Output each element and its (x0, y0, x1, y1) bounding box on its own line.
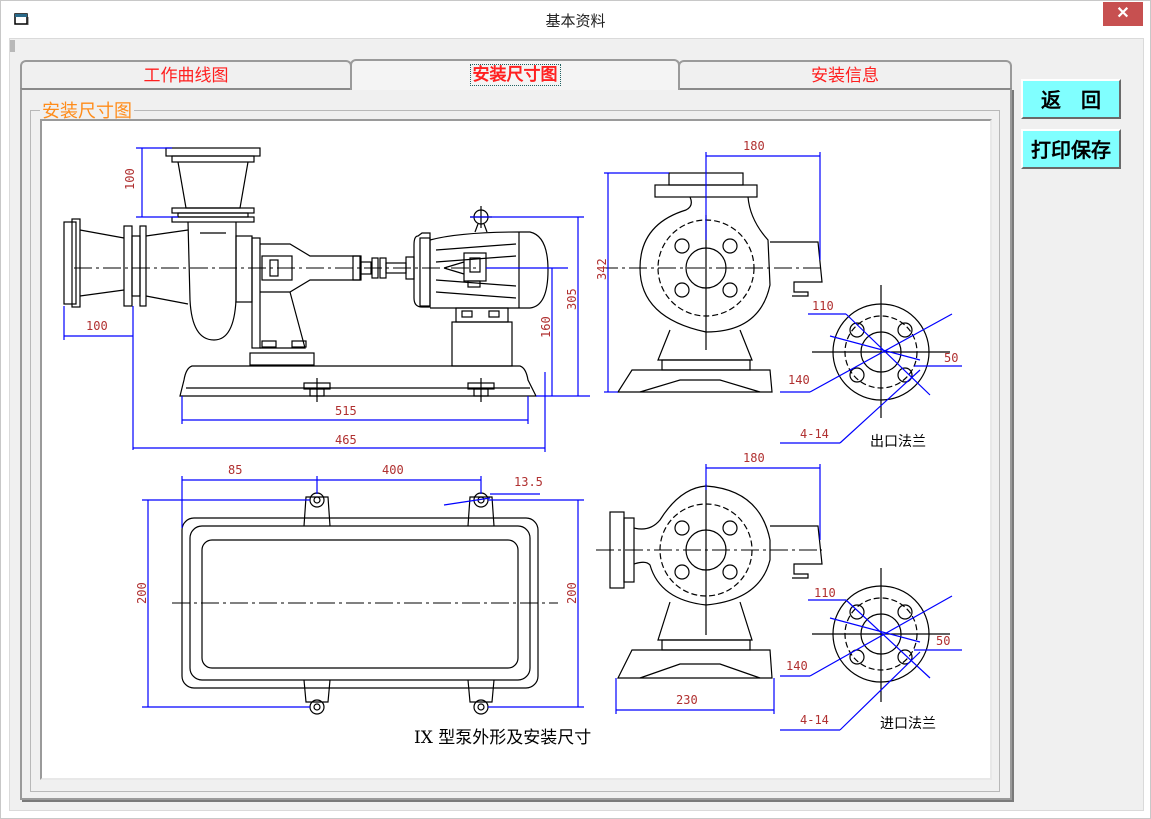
tab-bar: 工作曲线图 安装尺寸图 安装信息 (20, 59, 1012, 90)
tab-install-info[interactable]: 安装信息 (678, 60, 1012, 88)
back-button[interactable]: 返 回 (1021, 79, 1121, 119)
front-view-top-dimensions: 180 342 (595, 139, 821, 393)
drawing-caption: IX 型泵外形及安装尺寸 (414, 728, 591, 748)
dim-outlet-140: 140 (788, 373, 810, 387)
base-plan-dimensions: 85 400 13.5 200 200 (135, 463, 584, 708)
print-save-button[interactable]: 打印保存 (1021, 129, 1121, 169)
tab-work-curve[interactable]: 工作曲线图 (20, 60, 352, 88)
drawing-frame (40, 119, 992, 780)
app-window-icon (14, 13, 29, 25)
resize-grip[interactable] (10, 40, 15, 52)
dim-total-height: 305 (565, 288, 579, 310)
title-bar: 基本资料 ✕ (1, 1, 1150, 39)
close-button[interactable]: ✕ (1103, 2, 1143, 26)
tab-label: 工作曲线图 (143, 66, 229, 86)
dim-shaft-height: 160 (539, 316, 553, 338)
dim-inlet-height: 100 (123, 168, 137, 190)
dim-overall-length: 465 (335, 433, 357, 447)
front-view-bottom (596, 484, 823, 679)
dim-outlet-50: 50 (944, 351, 958, 365)
side-view-dimensions: 100 100 160 305 515 465 (63, 147, 590, 452)
dim-base-width-left: 200 (135, 582, 149, 604)
dim-front-height: 342 (595, 258, 609, 280)
dim-inlet-offset: 100 (86, 319, 108, 333)
base-plan (172, 492, 558, 715)
install-drawing-group (30, 110, 1000, 792)
outlet-flange: 110 140 50 4-14 出口法兰 (780, 285, 962, 450)
dim-inlet-holes: 4-14 (800, 713, 829, 727)
outlet-flange-label: 出口法兰 (870, 434, 926, 450)
dim-base-width-right: 200 (565, 582, 579, 604)
dim-outlet-110: 110 (812, 299, 834, 313)
tab-label: 安装信息 (811, 66, 879, 86)
front-view-top (600, 172, 823, 393)
dim-base-length: 515 (335, 404, 357, 418)
window-title: 基本资料 (545, 12, 606, 30)
dim-bolt-spacing: 400 (382, 463, 404, 477)
dim-outlet-holes: 4-14 (800, 427, 829, 441)
dim-bolt-hole: 13.5 (514, 475, 543, 489)
group-label: 安装尺寸图 (40, 97, 134, 123)
inlet-flange: 110 140 50 4-14 进口法兰 (780, 568, 962, 732)
dim-front-base-width: 230 (676, 693, 698, 707)
dim-inlet-110: 110 (814, 586, 836, 600)
dim-inlet-50: 50 (936, 634, 950, 648)
installation-drawing: 100 100 160 305 515 465 180 342 (63, 139, 962, 748)
dim-front-width-top: 180 (743, 139, 765, 153)
dim-front-width-bottom: 180 (743, 451, 765, 465)
tab-label: 安装尺寸图 (469, 64, 561, 86)
dim-base-offset: 85 (228, 463, 242, 477)
front-view-bottom-dimensions: 180 230 (615, 451, 821, 714)
tab-install-dimensions[interactable]: 安装尺寸图 (350, 59, 680, 90)
dim-inlet-140: 140 (786, 659, 808, 673)
inlet-flange-label: 进口法兰 (880, 716, 936, 732)
